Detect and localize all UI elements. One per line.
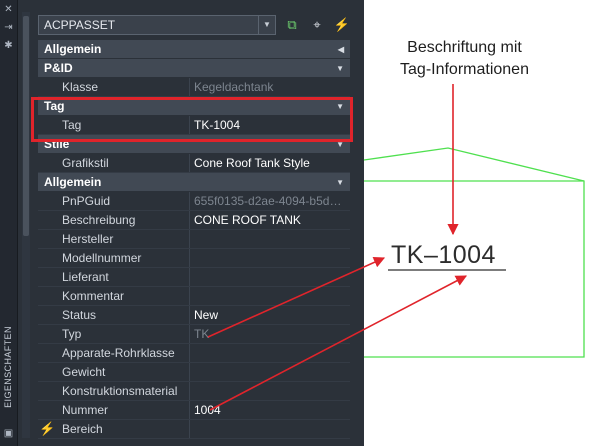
property-value[interactable] <box>191 420 350 438</box>
category-label: Allgemein <box>44 175 102 189</box>
palette-toolbar: ACPPASSET ▼ ⧉ ⌖ ⚡ <box>38 15 356 37</box>
property-name: Tag <box>38 116 190 134</box>
annotation-line-2: Tag-Informationen <box>400 61 529 78</box>
category-label: Allgemein <box>44 42 102 56</box>
property-value[interactable]: Cone Roof Tank Style <box>191 154 350 172</box>
category-allgemein[interactable]: Allgemein ◀ <box>38 40 350 59</box>
property-value[interactable]: CONE ROOF TANK <box>191 211 350 229</box>
scrollbar-thumb[interactable] <box>23 16 29 236</box>
object-type-value: ACPPASSET <box>44 18 116 32</box>
chevron-left-icon[interactable]: ◀ <box>337 45 344 54</box>
property-name: Kommentar <box>38 287 190 305</box>
property-row-lieferant[interactable]: Lieferant <box>38 268 350 287</box>
property-name: Bereich <box>38 420 190 438</box>
annotation-line-1: Beschriftung mit <box>407 39 522 56</box>
property-name: Hersteller <box>38 230 190 248</box>
chevron-down-icon[interactable]: ▼ <box>336 140 344 149</box>
property-value[interactable]: 1004 <box>191 401 350 419</box>
palette-menu-icon[interactable]: ▣ <box>3 428 14 439</box>
category-label: P&ID <box>44 61 73 75</box>
category-allgemein[interactable]: Allgemein ▼ <box>38 173 350 192</box>
property-value[interactable]: 655f0135-d2ae-4094-b5d… <box>191 192 350 210</box>
property-name: Beschreibung <box>38 211 190 229</box>
property-row-gewicht[interactable]: Gewicht <box>38 363 350 382</box>
property-name: Apparate-Rohrklasse <box>38 344 190 362</box>
property-row-modellnummer[interactable]: Modellnummer <box>38 249 350 268</box>
property-value[interactable] <box>191 382 350 400</box>
property-name: Modellnummer <box>38 249 190 267</box>
property-value[interactable] <box>191 268 350 286</box>
select-objects-icon[interactable]: ⌖ <box>313 17 321 32</box>
object-type-dropdown[interactable]: ACPPASSET ▼ <box>38 15 276 35</box>
chevron-down-icon[interactable]: ▼ <box>258 16 275 34</box>
chevron-down-icon[interactable]: ▼ <box>336 64 344 73</box>
property-value[interactable] <box>191 363 350 381</box>
arrow-nummer-to-tag <box>209 275 467 411</box>
tank-tag-label[interactable]: TK–1004 <box>391 241 496 269</box>
property-value[interactable]: Kegeldachtank <box>191 78 350 96</box>
tank-outline[interactable] <box>363 147 585 358</box>
property-name: Nummer <box>38 401 190 419</box>
annotation-text: Beschriftung mit Tag-Informationen <box>372 37 557 81</box>
chevron-down-icon[interactable]: ▼ <box>336 102 344 111</box>
property-name: Status <box>38 306 190 324</box>
quick-select-icon[interactable]: ⚡ <box>333 17 351 32</box>
chevron-down-icon[interactable]: ▼ <box>336 178 344 187</box>
property-value[interactable] <box>191 249 350 267</box>
property-name: PnPGuid <box>38 192 190 210</box>
palette-title-strip: ✕ ⇥ ✱ EIGENSCHAFTEN ▣ <box>0 0 18 446</box>
property-name: Klasse <box>38 78 190 96</box>
property-name: Gewicht <box>38 363 190 381</box>
property-value[interactable]: New <box>191 306 350 324</box>
property-name: Typ <box>38 325 190 343</box>
properties-palette: ✕ ⇥ ✱ EIGENSCHAFTEN ▣ ACPPASSET ▼ ⧉ ⌖ ⚡ … <box>0 0 364 446</box>
category-p-id[interactable]: P&ID ▼ <box>38 59 350 78</box>
category-label: Tag <box>44 99 65 113</box>
property-value[interactable]: TK-1004 <box>191 116 350 134</box>
category-tag[interactable]: Tag ▼ <box>38 97 350 116</box>
property-row-hersteller[interactable]: Hersteller <box>38 230 350 249</box>
property-row-bereich[interactable]: Bereich⚡ <box>38 420 350 439</box>
property-name: Grafikstil <box>38 154 190 172</box>
settings-icon[interactable]: ✱ <box>4 40 13 51</box>
property-name: Lieferant <box>38 268 190 286</box>
property-row-konstruktionsmaterial[interactable]: Konstruktionsmaterial <box>38 382 350 401</box>
auto-hide-icon[interactable]: ⇥ <box>4 22 13 33</box>
property-name: Konstruktionsmaterial <box>38 382 190 400</box>
property-row-apparate-rohrklasse[interactable]: Apparate-Rohrklasse <box>38 344 350 363</box>
close-icon[interactable]: ✕ <box>4 4 13 15</box>
arrow-typ-to-tag <box>207 257 386 338</box>
lightning-icon: ⚡ <box>39 421 56 436</box>
property-value[interactable] <box>191 230 350 248</box>
property-value[interactable]: TK <box>191 325 350 343</box>
toggle-pickadd-icon[interactable]: ⧉ <box>287 17 297 32</box>
